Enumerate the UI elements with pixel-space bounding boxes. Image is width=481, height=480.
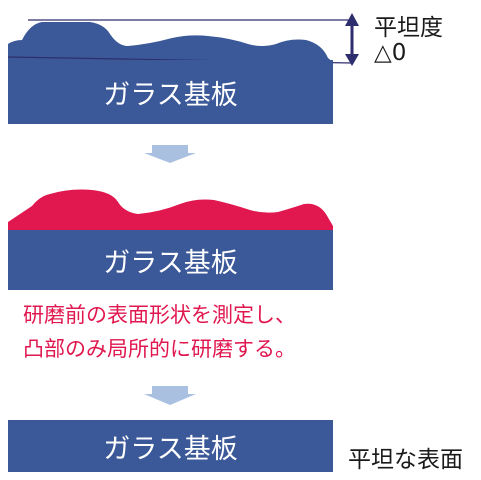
flatness-value: △0 bbox=[374, 40, 407, 66]
polish-note-line-1: 研磨前の表面形状を測定し、 bbox=[23, 303, 296, 327]
process-arrow-1 bbox=[144, 145, 196, 163]
polish-note-line-2: 凸部のみ局所的に研磨する。 bbox=[23, 337, 296, 361]
flat-surface-label: 平坦な表面 bbox=[348, 447, 463, 473]
surface-profile-before bbox=[8, 22, 333, 62]
glass-substrate-3-label: ガラス基板 bbox=[103, 433, 238, 465]
dimension-arrowhead-down bbox=[345, 54, 359, 66]
glass-substrate-1: ガラス基板 bbox=[8, 60, 333, 124]
process-arrow-2 bbox=[144, 386, 196, 405]
flatness-label: 平坦度 bbox=[374, 15, 443, 41]
dimension-arrowhead-up bbox=[345, 13, 359, 26]
glass-substrate-3: ガラス基板 bbox=[8, 420, 333, 472]
glass-substrate-2: ガラス基板 bbox=[8, 230, 333, 290]
surface-profile-measured bbox=[8, 189, 333, 230]
glass-substrate-2-label: ガラス基板 bbox=[103, 247, 238, 279]
glass-substrate-1-label: ガラス基板 bbox=[103, 79, 238, 111]
